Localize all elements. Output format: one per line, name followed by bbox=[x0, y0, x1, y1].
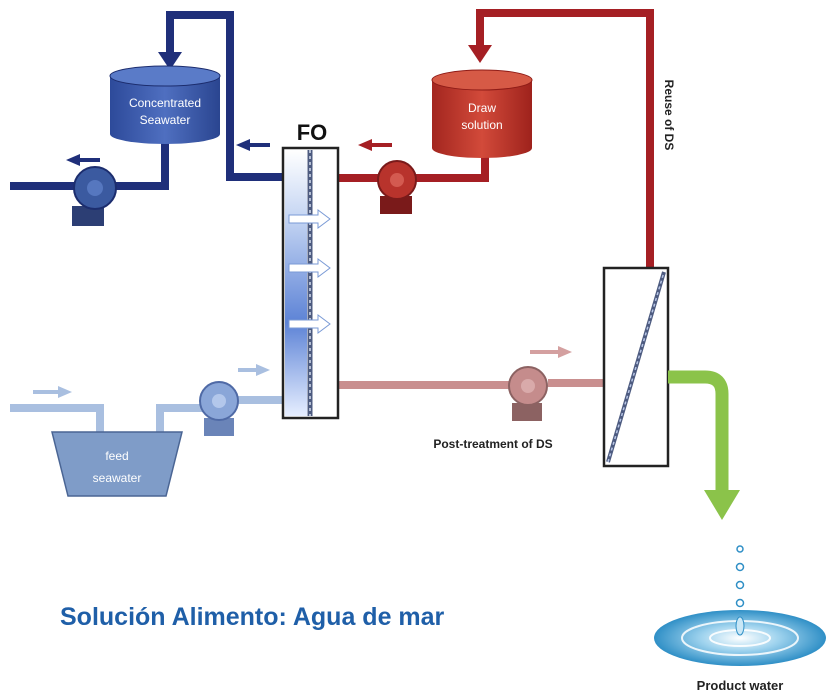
diluted-draw-pipes bbox=[338, 379, 604, 389]
concentrate-pipes bbox=[10, 11, 283, 190]
product-water-image bbox=[654, 545, 826, 666]
draw-flow-arrowhead bbox=[468, 45, 492, 63]
post-treatment-label: Post-treatment of DS bbox=[433, 437, 552, 451]
feed-pipes bbox=[10, 396, 283, 432]
concentrated-label-line1: Concentrated bbox=[129, 96, 201, 110]
feed-to-fo-arrow bbox=[238, 364, 270, 376]
draw-pump bbox=[377, 160, 417, 214]
fo-title: FO bbox=[297, 120, 328, 145]
draw-solution-tank: Draw solution bbox=[431, 69, 533, 158]
post-treatment-module bbox=[602, 266, 670, 468]
feed-seawater-tank: feed seawater bbox=[51, 431, 183, 497]
diluted-draw-arrow bbox=[530, 346, 572, 358]
fo-module bbox=[281, 146, 340, 420]
feed-label-line2: seawater bbox=[93, 471, 142, 485]
feed-solution-caption: Solución Alimento: Agua de mar bbox=[60, 603, 445, 631]
water-flux-arrows bbox=[288, 209, 331, 334]
product-pipe bbox=[668, 370, 729, 495]
draw-solution-pipes bbox=[338, 9, 654, 268]
reuse-of-ds-label: Reuse of DS bbox=[662, 80, 676, 151]
feed-pump bbox=[199, 381, 239, 436]
draw-label-line2: solution bbox=[461, 118, 502, 132]
concentrated-seawater-tank: Concentrated Seawater bbox=[109, 65, 221, 144]
draw-label-line1: Draw bbox=[468, 101, 496, 115]
feed-inlet-arrow bbox=[33, 386, 72, 398]
concentrate-inlet-arrow bbox=[236, 139, 270, 151]
post-treatment-pump bbox=[508, 366, 548, 421]
concentrate-pump bbox=[72, 166, 117, 226]
draw-inlet-arrow bbox=[358, 139, 392, 151]
concentrated-label-line2: Seawater bbox=[140, 113, 191, 127]
product-flow-arrowhead bbox=[704, 490, 740, 520]
product-water-label: Product water bbox=[697, 678, 784, 693]
concentrate-outlet-arrow bbox=[66, 154, 100, 166]
feed-label-line1: feed bbox=[105, 449, 128, 463]
concentrate-flow-arrowhead bbox=[158, 52, 182, 70]
